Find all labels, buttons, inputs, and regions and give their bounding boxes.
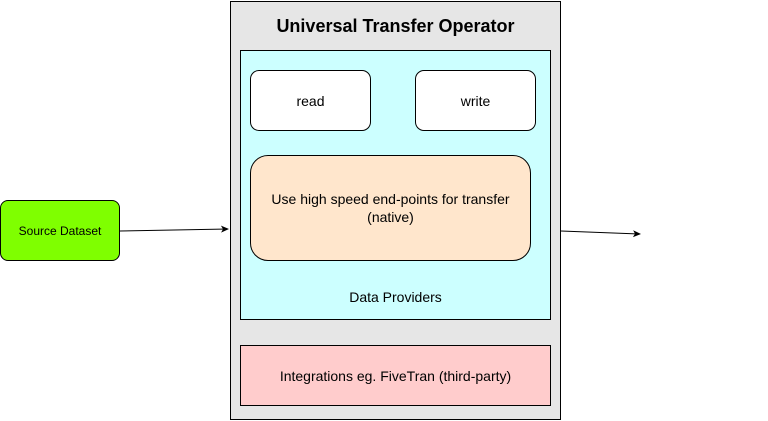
source-dataset-node: Source Dataset [0,200,120,261]
read-node: read [250,70,371,131]
integrations-node: Integrations eg. FiveTran (third-party) [240,345,551,406]
write-node: write [415,70,536,131]
operator-title: Universal Transfer Operator [276,16,515,36]
edge-operator-to-destination [560,230,641,238]
data-providers-label: Data Providers [349,289,442,305]
source-dataset-label: Source Dataset [18,223,102,238]
integrations-label: Integrations eg. FiveTran (third-party) [279,367,512,384]
read-label: read [296,92,325,109]
native-endpoints-label: Use high speed end-points for transfer (… [271,191,510,225]
write-label: write [460,92,491,109]
native-endpoints-node: Use high speed end-points for transfer (… [250,155,531,261]
edge-source-to-operator [119,225,229,233]
